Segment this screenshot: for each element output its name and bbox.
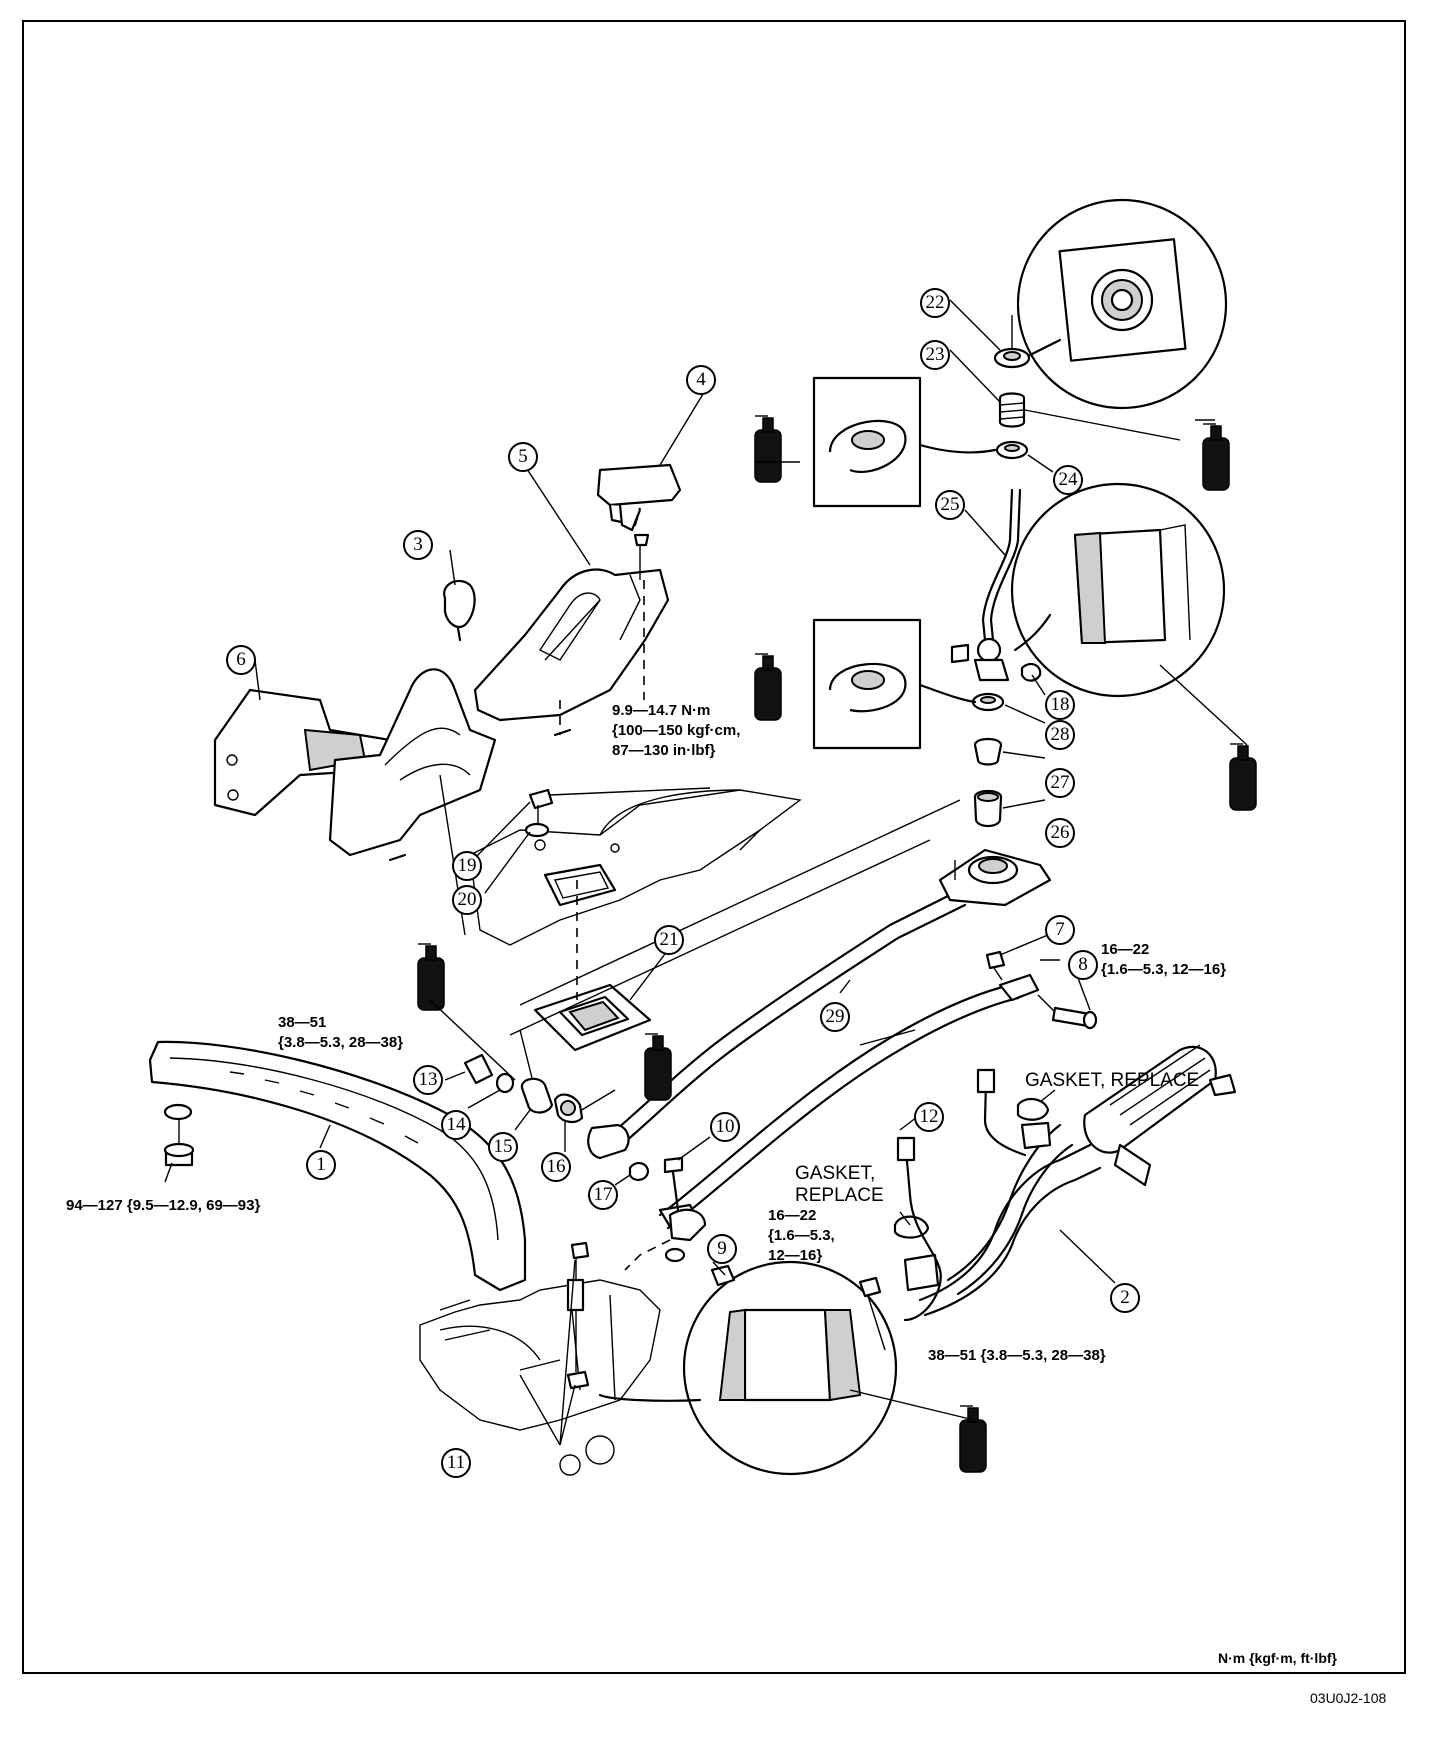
callout-29: 29	[820, 1002, 850, 1032]
callout-2: 2	[1110, 1283, 1140, 1313]
units-legend: N·m {kgf·m, ft·lbf}	[1218, 1650, 1337, 1666]
console-lid	[596, 463, 682, 507]
gasket-note-lower: GASKET, REPLACE	[795, 1163, 884, 1206]
shift-boot-housing	[328, 668, 497, 857]
exhaust-nut	[858, 1276, 882, 1298]
catalytic-converter	[1083, 1045, 1217, 1154]
callout-28: 28	[1045, 720, 1075, 750]
rod-bushing	[587, 1123, 630, 1160]
callout-11: 11	[441, 1448, 471, 1478]
torque-spec-nut-13: 38—51 {3.8—5.3, 28—38}	[278, 1014, 404, 1051]
callout-12: 12	[914, 1102, 944, 1132]
callout-1: 1	[306, 1150, 336, 1180]
torque-spec-nut-9: 16—22 {1.6—5.3, 12—16}	[768, 1207, 835, 1264]
figure-border	[22, 20, 1406, 1674]
o2-wire-1	[983, 1080, 1027, 1157]
connector	[976, 1068, 996, 1094]
crossmember-slots	[229, 1071, 419, 1144]
mount-nut-11a	[570, 1241, 590, 1260]
shift-lever	[981, 488, 1014, 642]
torque-spec-crossmember: 94—127 {9.5—12.9, 69—93}	[66, 1197, 261, 1214]
bracket-nut	[528, 788, 554, 810]
crossmember	[148, 1040, 527, 1292]
callout-13: 13	[413, 1065, 443, 1095]
callout-25: 25	[935, 490, 965, 520]
callout-21: 21	[654, 925, 684, 955]
callout-8: 8	[1068, 950, 1098, 980]
callout-3: 3	[403, 530, 433, 560]
mount-stud-11b	[566, 1278, 585, 1312]
shift-control-rod	[608, 888, 962, 1137]
torque-spec-exhaust-nut: 38—51 {3.8—5.3, 28—38}	[928, 1347, 1106, 1364]
callout-15: 15	[488, 1132, 518, 1162]
bushing-27	[973, 737, 1003, 766]
nut-9	[710, 1264, 736, 1287]
spacer-15	[520, 1077, 554, 1114]
callout-18: 18	[1045, 690, 1075, 720]
extension-nut	[985, 950, 1006, 970]
shift-knob	[443, 579, 476, 628]
callout-9: 9	[707, 1234, 737, 1264]
callout-27: 27	[1045, 768, 1075, 798]
callout-26: 26	[1045, 818, 1075, 848]
callout-19: 19	[452, 851, 482, 881]
bracket-washer	[524, 822, 550, 838]
o2-wire-2	[903, 1148, 942, 1322]
callout-10: 10	[710, 1112, 740, 1142]
exhaust-pipe	[918, 1143, 1092, 1302]
nut-13	[463, 1053, 494, 1085]
torque-spec-bracket: 9.9—14.7 N·m {100—150 kgf·cm, 87—130 in·…	[612, 702, 741, 759]
lever-pin	[950, 643, 970, 664]
upper-flange	[1016, 1097, 1050, 1121]
callout-22: 22	[920, 288, 950, 318]
callout-24: 24	[1053, 465, 1083, 495]
figure-code: 03U0J2-108	[1310, 1690, 1387, 1706]
floor-opening	[543, 863, 617, 907]
torque-spec-bolt-8: 16—22 {1.6—5.3, 12—16}	[1101, 941, 1227, 978]
washer-14	[495, 1072, 515, 1094]
callout-20: 20	[452, 885, 482, 915]
callout-23: 23	[920, 340, 950, 370]
transmission-case	[419, 1279, 661, 1431]
callout-5: 5	[508, 442, 538, 472]
bolt-10	[663, 1156, 684, 1174]
callout-7: 7	[1045, 915, 1075, 945]
lever-bush-18	[1020, 662, 1042, 682]
collar-17	[628, 1162, 650, 1181]
callout-14: 14	[441, 1110, 471, 1140]
mount-nut-11c	[566, 1370, 590, 1390]
callout-16: 16	[541, 1152, 571, 1182]
washer	[163, 1103, 193, 1121]
callout-6: 6	[226, 645, 256, 675]
callout-17: 17	[588, 1180, 618, 1210]
gasket-note-upper: GASKET, REPLACE	[1025, 1070, 1200, 1091]
floor-panel	[469, 789, 802, 946]
center-console	[473, 568, 670, 722]
callout-4: 4	[686, 365, 716, 395]
leader-lines	[164, 299, 1116, 1446]
extension-bar	[658, 983, 1012, 1217]
